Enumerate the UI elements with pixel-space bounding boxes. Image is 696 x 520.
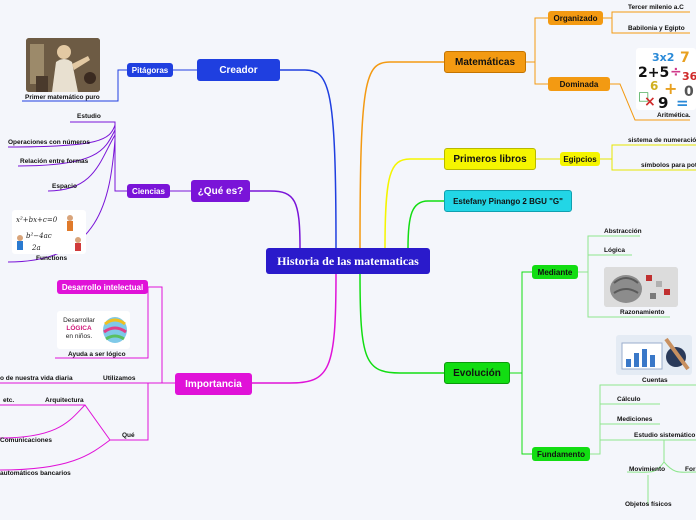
connector-que-es: [250, 190, 301, 249]
svg-text:3x2: 3x2: [652, 51, 674, 64]
node-fundamento[interactable]: Fundamento: [532, 447, 590, 461]
functions-image: x²+bx+c=0 b²−4ac 2a: [12, 210, 86, 254]
reasoning-image: [604, 267, 678, 307]
svg-text:36: 36: [682, 70, 696, 83]
label-comunicaciones: Comunicaciones: [0, 437, 53, 444]
node-primeros-libros[interactable]: Primeros libros: [444, 148, 536, 170]
node-pitagoras[interactable]: Pitágoras: [127, 63, 173, 77]
label-tercer-milenio: Tercer milenio a.C: [628, 4, 684, 11]
logic-line1: Desarrollar: [63, 317, 95, 324]
central-topic[interactable]: Historia de las matematicas: [266, 248, 430, 274]
label-simbolos: símbolos para pot: [641, 162, 696, 169]
label-sistema-numeracion: sistema de numeració: [628, 137, 696, 144]
label-objetos-fisicos: Objetos físicos: [625, 501, 672, 508]
accounts-image: [616, 335, 692, 375]
node-estefany[interactable]: Estefany Pinango 2 BGU "G": [444, 190, 572, 212]
node-egipcios[interactable]: Egipcios: [560, 152, 600, 166]
pythagoras-image: [26, 38, 100, 92]
svg-text:x²+bx+c=0: x²+bx+c=0: [16, 216, 58, 224]
label-vida-diaria: o de nuestra vida diaria: [0, 375, 73, 382]
connector-primer: [22, 69, 127, 102]
connector-evolucion: [359, 273, 444, 374]
label-logica: Lógica: [604, 247, 625, 254]
label-que: Qué: [122, 432, 135, 439]
svg-text:9: 9: [658, 94, 668, 110]
brain-icon: [103, 317, 127, 343]
connector-matematicas: [359, 61, 444, 249]
logic-line3: en niños.: [65, 333, 93, 340]
node-evolucion[interactable]: Evolución: [444, 362, 510, 384]
svg-text:6: 6: [650, 79, 658, 93]
svg-text:□: □: [638, 89, 649, 103]
node-mediante[interactable]: Mediante: [532, 265, 578, 279]
node-organizado[interactable]: Organizado: [548, 11, 603, 25]
connector-estefany: [407, 200, 444, 249]
connector-creador: [280, 69, 337, 249]
node-desarrollo-intelectual[interactable]: Desarrollo intelectual: [57, 280, 148, 294]
label-ayuda: Ayuda a ser lógico: [68, 351, 126, 358]
label-estudio-sistematico: Estudio sistemático: [634, 432, 696, 439]
logic-image: Desarrollar LÓGICA en niños.: [57, 311, 130, 349]
label-utilizamos: Utilizamos: [103, 375, 136, 382]
svg-text:b²−4ac: b²−4ac: [26, 232, 52, 240]
svg-text:2+5: 2+5: [638, 65, 669, 81]
label-estudio: Estudio: [77, 113, 101, 120]
node-matematicas[interactable]: Matemáticas: [444, 51, 526, 73]
label-etc: etc.: [3, 397, 15, 404]
node-importancia[interactable]: Importancia: [175, 373, 252, 395]
label-relacion: Relación entre formas: [20, 158, 89, 165]
node-creador[interactable]: Creador: [197, 59, 280, 81]
svg-text:+: +: [664, 79, 677, 98]
svg-text:=: =: [676, 94, 689, 110]
label-babilonia: Babilonia y Egipto: [628, 25, 685, 32]
label-abstraccion: Abstracción: [604, 228, 642, 235]
label-primer-matematico: Primer matemático puro: [25, 94, 100, 101]
node-que-es[interactable]: ¿Qué es?: [191, 180, 250, 202]
label-razonamiento: Razonamiento: [620, 309, 665, 316]
svg-text:÷: ÷: [670, 64, 682, 80]
label-cuentas: Cuentas: [642, 377, 668, 384]
connector-estudio: [70, 121, 127, 192]
arithmetic-image: 3x2 7 2+5 ÷ 36 6 + 0 □ × 9 =: [636, 48, 696, 110]
label-functions: Functions: [36, 255, 68, 262]
label-calculo: Cálculo: [617, 396, 641, 403]
label-formas: For: [685, 466, 696, 473]
node-ciencias[interactable]: Ciencias: [127, 184, 170, 198]
label-movimiento: Movimiento: [629, 466, 666, 473]
logic-line2: LÓGICA: [66, 325, 92, 332]
svg-text:0: 0: [684, 84, 694, 100]
label-cajeros: automáticos bancarios: [0, 470, 71, 477]
label-espacio: Espacio: [52, 183, 77, 190]
label-mediciones: Mediciones: [617, 416, 653, 423]
label-operaciones: Operaciones con números: [8, 139, 90, 146]
label-arquitectura: Arquitectura: [45, 397, 84, 404]
connector-importancia: [252, 273, 337, 384]
svg-text:7: 7: [680, 50, 690, 66]
connector-primeros-libros: [384, 158, 444, 249]
svg-text:2a: 2a: [31, 244, 41, 252]
svg-text:×: ×: [644, 94, 656, 110]
label-aritmetica: Aritmética.: [657, 112, 691, 119]
node-dominada[interactable]: Dominada: [548, 77, 610, 91]
